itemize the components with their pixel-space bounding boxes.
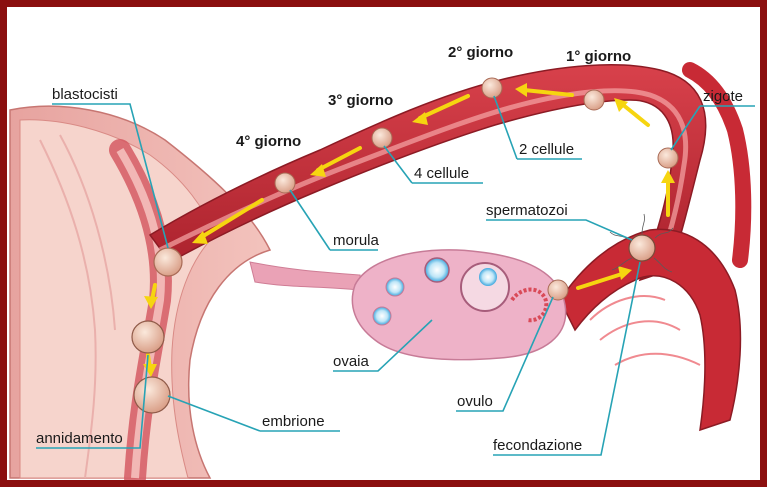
label-4-cellule: 4 cellule — [414, 165, 469, 182]
leader-spermatozoi — [486, 220, 632, 240]
label-blastocisti: blastocisti — [52, 86, 118, 103]
label-embrione: embrione — [262, 413, 325, 430]
label-zigote: zigote — [703, 88, 743, 105]
follicle — [425, 258, 449, 282]
ovary — [352, 250, 565, 360]
follicle — [386, 278, 404, 296]
label-2-cellule: 2 cellule — [519, 141, 574, 158]
day-label-4: 4° giorno — [236, 133, 301, 150]
zigote-cell — [658, 148, 678, 168]
fecondazione-cell — [629, 235, 655, 261]
day-label-2: 2° giorno — [448, 44, 513, 61]
arrow-zigote-1giorno — [622, 104, 648, 125]
follicle — [373, 307, 391, 325]
label-ovulo: ovulo — [457, 393, 493, 410]
ovulo-cell — [548, 280, 568, 300]
blastocisti-cell — [154, 248, 182, 276]
label-ovaia: ovaia — [333, 353, 369, 370]
ovarian-ligament — [250, 262, 360, 290]
follicle — [479, 268, 497, 286]
uterus — [10, 106, 270, 478]
embrione-cell — [134, 377, 170, 413]
quattro-cellule-cell — [372, 128, 392, 148]
label-fecondazione: fecondazione — [493, 437, 582, 454]
label-annidamento: annidamento — [36, 430, 123, 447]
day-label-1: 1° giorno — [566, 48, 631, 65]
annidamento-cell — [132, 321, 164, 353]
giorno1-cell — [584, 90, 604, 110]
morula-cell — [275, 173, 295, 193]
due-cellule-cell — [482, 78, 502, 98]
label-morula: morula — [333, 232, 379, 249]
day-label-3: 3° giorno — [328, 92, 393, 109]
label-spermatozoi: spermatozoi — [486, 202, 568, 219]
